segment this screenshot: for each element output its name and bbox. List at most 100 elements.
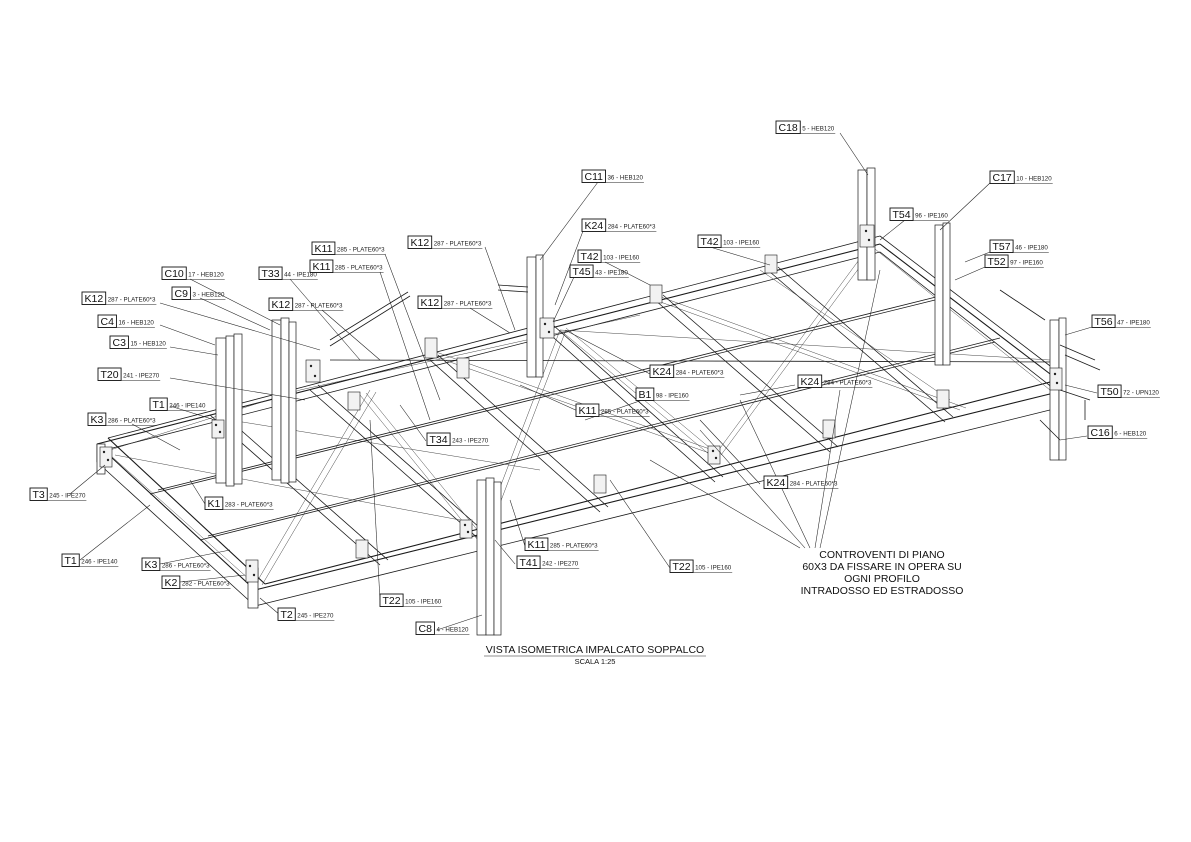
note-line-1: CONTROVENTI DI PIANO	[819, 549, 944, 561]
bracing-note: CONTROVENTI DI PIANO 60X3 DA FISSARE IN …	[801, 549, 964, 597]
callout-description: 5 - HEB120	[802, 126, 835, 133]
right-edge-beam	[879, 235, 1059, 393]
callout-description: 43 - IPE180	[595, 270, 628, 277]
callout-description: 3 - HEB120	[192, 292, 225, 299]
callout-mark: K24	[585, 220, 604, 232]
callout-description: 105 - IPE160	[695, 565, 732, 572]
callout-mark: T3	[33, 489, 45, 501]
cross-beams	[209, 266, 954, 566]
callout-mark: T52	[988, 256, 1006, 268]
callout-mark: K12	[85, 293, 104, 305]
steel-frame-structure	[96, 167, 1101, 636]
callout-mark: C9	[175, 288, 189, 300]
callout-mark: T22	[383, 595, 401, 607]
callout-mark: K3	[145, 559, 158, 571]
callout-description: 10 - HEB120	[1016, 176, 1052, 183]
callout-description: 17 - HEB120	[188, 272, 224, 279]
callout-mark: C3	[113, 337, 127, 349]
callout-t45: T45 43 - IPE180	[569, 264, 629, 278]
callout-t52: T52 97 - IPE160	[984, 254, 1044, 268]
callout-description: 47 - IPE180	[1117, 320, 1150, 327]
callout-description: 16 - HEB120	[118, 320, 154, 327]
callout-mark: T34	[430, 434, 448, 446]
callout-description: 285 - PLATE60*3	[335, 265, 383, 272]
callout-description: 285 - PLATE60*3	[550, 543, 598, 550]
callout-description: 243 - IPE270	[452, 438, 489, 445]
callout-description: 285 - PLATE60*3	[601, 409, 649, 416]
callout-description: 96 - IPE160	[915, 213, 948, 220]
callout-description: 105 - IPE160	[405, 599, 442, 606]
callout-description: 287 - PLATE60*3	[108, 297, 156, 304]
callout-mark: T2	[281, 609, 293, 621]
callout-mark: C18	[779, 122, 798, 134]
callout-description: 241 - IPE270	[123, 373, 160, 380]
callout-mark: T50	[1101, 386, 1119, 398]
note-line-4: INTRADOSSO ED ESTRADOSSO	[801, 585, 964, 597]
callout-c10: C10 17 - HEB120	[161, 266, 225, 280]
callout-t22: T22 105 - IPE160	[379, 593, 443, 607]
callout-mark: K24	[767, 477, 786, 489]
callout-description: 287 - PLATE60*3	[295, 303, 343, 310]
callout-mark: T54	[893, 209, 911, 221]
callout-mark: C10	[165, 268, 184, 280]
callout-k12: K12 287 - PLATE60*3	[417, 295, 493, 309]
callout-description: 283 - PLATE60*3	[225, 502, 273, 509]
callout-mark: T33	[262, 268, 280, 280]
callout-mark: T57	[993, 241, 1011, 253]
callout-mark: T56	[1095, 316, 1113, 328]
callout-mark: K3	[91, 414, 104, 426]
callout-description: 287 - PLATE60*3	[444, 301, 492, 308]
callout-t54: T54 96 - IPE160	[889, 207, 949, 221]
callout-mark: K2	[165, 577, 178, 589]
callout-t33: T33 44 - IPE180	[258, 266, 318, 280]
callout-t56: T56 47 - IPE180	[1091, 314, 1151, 328]
callout-mark: K12	[272, 299, 291, 311]
callout-mark: K12	[421, 297, 440, 309]
callout-mark: C16	[1091, 427, 1110, 439]
callout-mark: K12	[411, 237, 430, 249]
callout-description: 245 - IPE270	[297, 613, 334, 620]
callout-description: 36 - HEB120	[607, 175, 643, 182]
callout-description: 286 - PLATE60*3	[108, 418, 156, 425]
callout-mark: T42	[701, 236, 719, 248]
callout-description: 97 - IPE160	[1010, 260, 1043, 267]
callout-mark: K11	[528, 539, 546, 551]
callout-mark: B1	[639, 389, 652, 401]
callout-mark: C4	[101, 316, 115, 328]
callout-mark: T1	[65, 555, 77, 567]
drawing-title: VISTA ISOMETRICA IMPALCATO SOPPALCO	[486, 644, 704, 656]
callout-description: 44 - IPE180	[284, 272, 317, 279]
callout-description: 242 - IPE270	[542, 561, 579, 568]
note-line-3: OGNI PROFILO	[844, 573, 920, 585]
drawing-title-block: VISTA ISOMETRICA IMPALCATO SOPPALCO SCAL…	[484, 644, 706, 666]
connection-plates	[99, 224, 1063, 583]
callout-mark: C17	[993, 172, 1012, 184]
callout-c18: C18 5 - HEB120	[775, 120, 836, 134]
callout-description: 285 - PLATE60*3	[337, 247, 385, 254]
callout-k11: K11 285 - PLATE60*3	[309, 259, 384, 273]
callout-mark: K11	[313, 261, 331, 273]
note-line-2: 60X3 DA FISSARE IN OPERA SU	[802, 561, 961, 573]
callout-mark: T45	[573, 266, 591, 278]
callout-mark: T1	[153, 399, 165, 411]
